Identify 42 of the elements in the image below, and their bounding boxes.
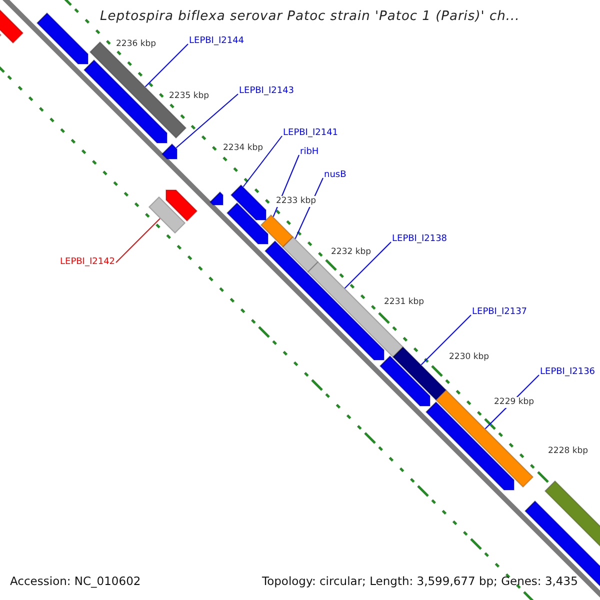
scale-label: 2232 kbp (330, 247, 372, 258)
gene-feature (379, 355, 430, 406)
gene-label: LEPBI_I2137 (472, 308, 528, 317)
scale-label: 2230 kbp (448, 352, 490, 362)
scale-label: 2231 kbp (383, 297, 426, 308)
gene-feature-bar (392, 346, 447, 401)
scale-label: 2235 kbp (168, 91, 210, 102)
gene-feature-bar (282, 236, 319, 273)
leader-line (420, 314, 472, 366)
footer-text: Accession: NC_010602 (10, 576, 141, 588)
gene-label: LEPBI_I2144 (189, 37, 244, 46)
gene-label: LEPBI_I2141 (283, 129, 338, 138)
gene-feature (230, 184, 266, 220)
scale-label: 2229 kbp (493, 397, 536, 408)
gene-label: LEPBI_I2143 (239, 87, 294, 96)
gene-feature (209, 191, 224, 206)
gene-feature (161, 143, 178, 160)
gene-feature (264, 240, 384, 360)
footer-text: Topology: circular; Length: 3,599,677 bp; Genes: 3,435 (262, 576, 578, 588)
leader-line (144, 44, 188, 88)
gene-feature-bar (307, 261, 404, 358)
gene-label: LEPBI_I2138 (392, 235, 448, 244)
scale-label: 2228 kbp (547, 446, 590, 456)
gene-feature-bar (260, 214, 294, 248)
scale-label: 2233 kbp (275, 196, 318, 206)
gene-feature-bar (435, 389, 534, 488)
gene-feature (83, 59, 168, 144)
gene-feature-bar (148, 196, 186, 234)
gene-feature (36, 12, 88, 64)
scale-label: 2234 kbp (222, 143, 264, 154)
gene-label: LEPBI_I2136 (540, 368, 596, 377)
leader-line (242, 136, 282, 188)
gene-feature (166, 190, 198, 222)
scale-label: 2236 kbp (115, 39, 158, 50)
leader-line (344, 242, 392, 289)
gene-label: LEPBI_I2142 (60, 258, 116, 267)
gene-feature (226, 202, 268, 244)
leader-line (116, 218, 160, 263)
leader-line (176, 94, 238, 148)
map-title: Leptospira biflexa serovar Patoc strain 'Patoc 1 (Paris)' ch... (100, 10, 520, 23)
gene-label: nusB (324, 171, 346, 180)
gene-label: ribH (300, 148, 319, 157)
